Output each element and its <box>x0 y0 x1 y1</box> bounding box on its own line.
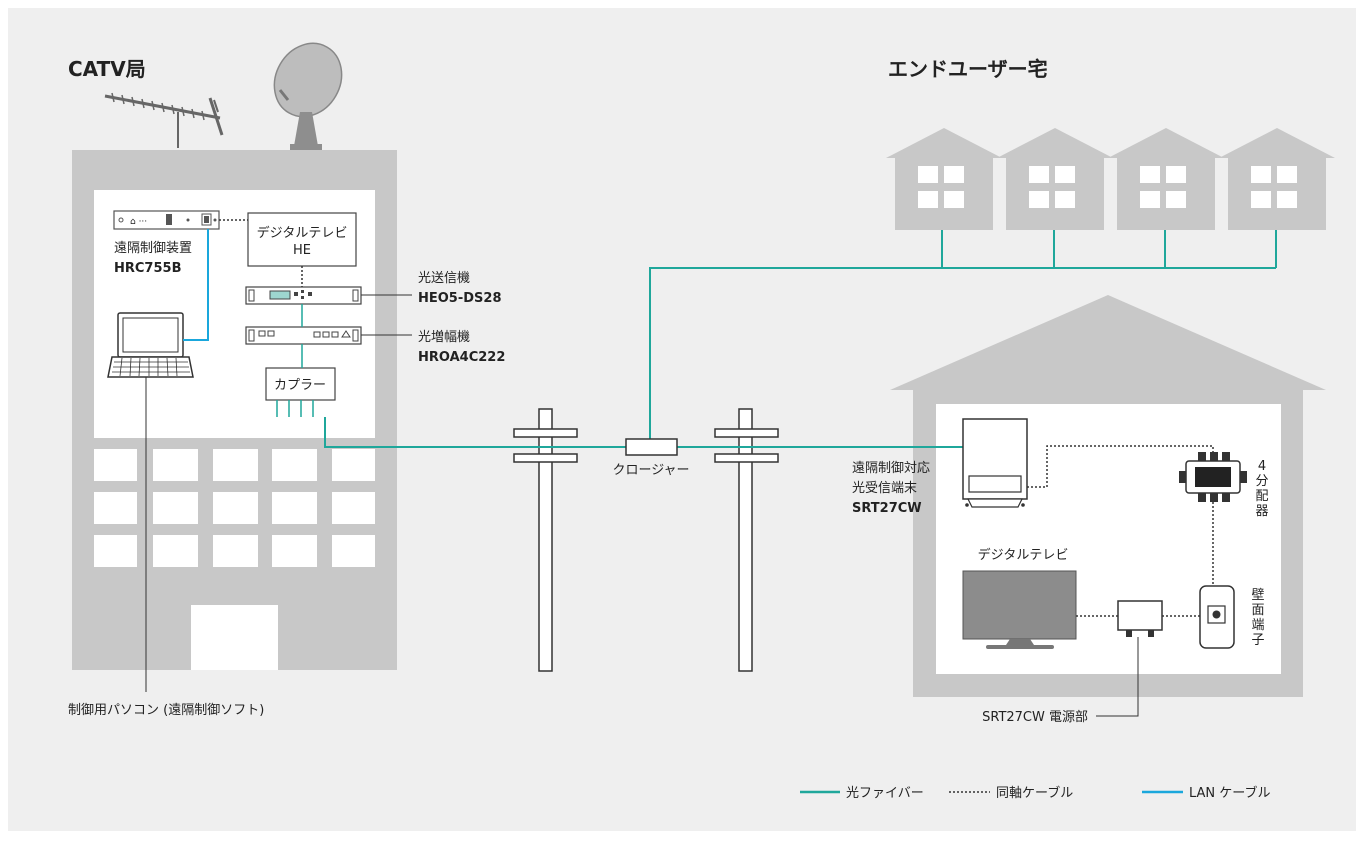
optical-transmitter-device <box>245 286 362 305</box>
yagi-antenna-icon <box>104 92 224 148</box>
splitter-label: 4 分 配 器 <box>1255 459 1268 519</box>
tv-icon <box>962 570 1077 649</box>
laptop-icon <box>107 312 194 378</box>
catv-heading: CATV局 <box>68 57 146 81</box>
optical-transmitter-model: HEO5-DS28 <box>418 291 502 306</box>
house-icon-1 <box>886 128 1002 230</box>
svg-text:器: 器 <box>1255 504 1268 519</box>
remote-controller-model: HRC755B <box>114 261 181 276</box>
receiver-model: SRT27CW <box>852 501 922 516</box>
receiver-line2: 光受信端末 <box>852 481 917 496</box>
power-unit-leader <box>1096 637 1139 717</box>
utility-pole-left <box>513 408 578 672</box>
svg-text:面: 面 <box>1251 603 1264 618</box>
optical-transmitter-name: 光送信機 <box>418 271 470 286</box>
utility-pole-right <box>714 408 779 672</box>
station-connections <box>145 219 412 692</box>
legend-coax-label: 同軸ケーブル <box>996 785 1073 801</box>
tv-label: デジタルテレビ <box>978 547 1069 563</box>
control-pc-label: 制御用パソコン (遠隔制御ソフト) <box>68 703 264 718</box>
svg-text:端: 端 <box>1251 618 1264 633</box>
building-windows <box>94 449 375 567</box>
end-user-houses <box>886 128 1335 230</box>
svg-text:配: 配 <box>1255 489 1268 504</box>
power-unit-label: SRT27CW 電源部 <box>982 710 1088 725</box>
optical-receiver-device <box>962 418 1028 508</box>
coupler-box <box>265 367 336 401</box>
svg-text:壁: 壁 <box>1251 588 1264 603</box>
splitter-icon <box>1179 452 1247 502</box>
coupler-label: カプラー <box>274 378 326 393</box>
legend: 光ファイバー 同軸ケーブル LAN ケーブル <box>800 785 1271 801</box>
remote-controller-name: 遠隔制御装置 <box>114 241 192 256</box>
svg-text:分: 分 <box>1255 474 1268 489</box>
enduser-heading: エンドユーザー宅 <box>888 57 1048 81</box>
optical-amplifier-device <box>245 326 362 345</box>
digital-tv-he-box <box>247 212 357 267</box>
legend-fiber-label: 光ファイバー <box>846 786 924 801</box>
building-door <box>191 605 278 670</box>
coupler-outputs <box>276 400 314 417</box>
wall-outlet-icon <box>1199 585 1235 649</box>
satellite-dish-icon <box>273 42 343 150</box>
optical-amplifier-name: 光増幅機 <box>418 330 470 345</box>
optical-amplifier-model: HROA4C222 <box>418 350 505 365</box>
svg-text:4: 4 <box>1258 459 1266 474</box>
house-icon-2 <box>997 128 1113 230</box>
house-icon-3 <box>1108 128 1224 230</box>
svg-text:⌂ ···: ⌂ ··· <box>130 217 147 227</box>
digital-tv-he-line2: HE <box>293 243 311 258</box>
receiver-line1: 遠隔制御対応 <box>852 461 930 476</box>
digital-tv-he-line1: デジタルテレビ <box>257 225 348 241</box>
remote-controller-device: ⌂ ··· <box>113 210 220 230</box>
closure-box <box>625 438 678 456</box>
wall-outlet-label: 壁 面 端 子 <box>1251 588 1264 648</box>
fiber-lines <box>324 230 1277 448</box>
closure-label: クロージャー <box>612 463 689 478</box>
coax-lines <box>1027 445 1214 617</box>
svg-text:子: 子 <box>1251 633 1264 648</box>
house-icon-4 <box>1219 128 1335 230</box>
legend-lan-label: LAN ケーブル <box>1189 785 1271 801</box>
